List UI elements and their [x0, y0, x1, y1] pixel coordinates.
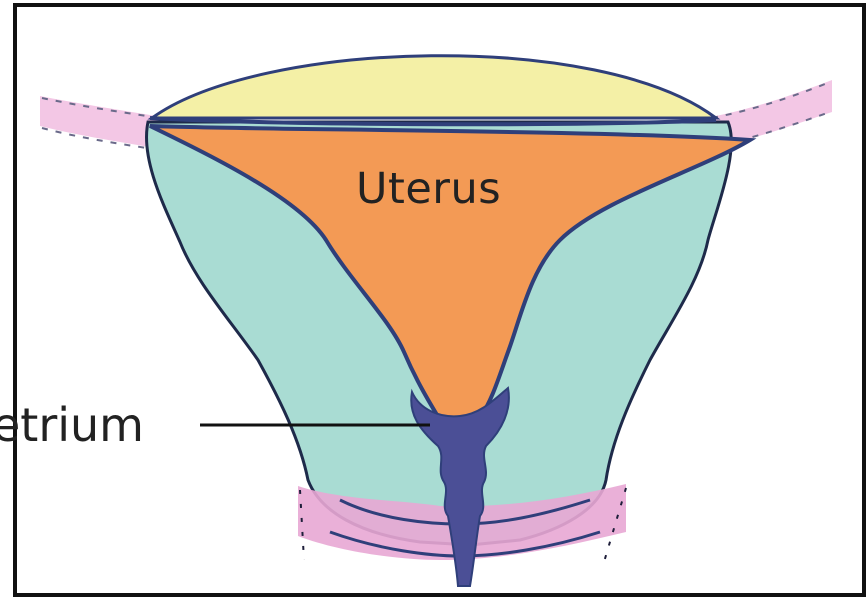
- fundus-cap: [152, 56, 716, 118]
- endometrium-label: etrium: [0, 402, 144, 448]
- uterus-label: Uterus: [356, 168, 501, 211]
